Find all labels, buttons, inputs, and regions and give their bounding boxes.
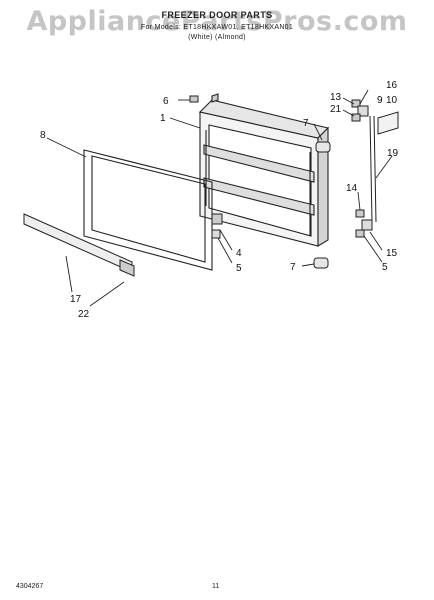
callout-22: 22 [78, 309, 90, 320]
callout-13: 13 [330, 92, 342, 103]
handle-trim [23, 213, 135, 277]
callout-15: 15 [386, 248, 398, 259]
callout-1: 1 [160, 113, 166, 124]
hinge-parts [189, 95, 399, 269]
callout-7-lower: 7 [290, 262, 296, 273]
color-variants: (White) (Almond) [188, 34, 246, 41]
part-callouts: 6 1 8 7 4 5 7 13 21 16 9 10 19 14 15 5 1… [40, 80, 399, 320]
callout-9: 9 [377, 95, 383, 106]
leader-lines [46, 89, 393, 307]
page-number: 11 [212, 583, 220, 590]
callout-4: 4 [236, 248, 242, 259]
callout-5-left: 5 [236, 263, 242, 274]
diagram-title: FREEZER DOOR PARTS [161, 10, 273, 20]
callout-19: 19 [387, 148, 399, 159]
callout-21: 21 [330, 104, 342, 115]
callout-6: 6 [163, 96, 169, 107]
callout-5-right: 5 [382, 262, 388, 273]
door-gasket [83, 149, 213, 271]
callout-17: 17 [70, 294, 82, 305]
callout-8: 8 [40, 130, 46, 141]
callout-7-upper: 7 [303, 118, 309, 129]
freezer-door-assembly [198, 93, 330, 247]
watermark: AppliancePartsPros.com [26, 6, 408, 37]
model-numbers: For Models: ET18HKXAW01, ET18HKXAN01 [140, 24, 294, 31]
callout-10: 10 [386, 95, 398, 106]
callout-14: 14 [346, 183, 358, 194]
document-number: 4304267 [16, 583, 44, 590]
callout-16: 16 [386, 80, 398, 91]
